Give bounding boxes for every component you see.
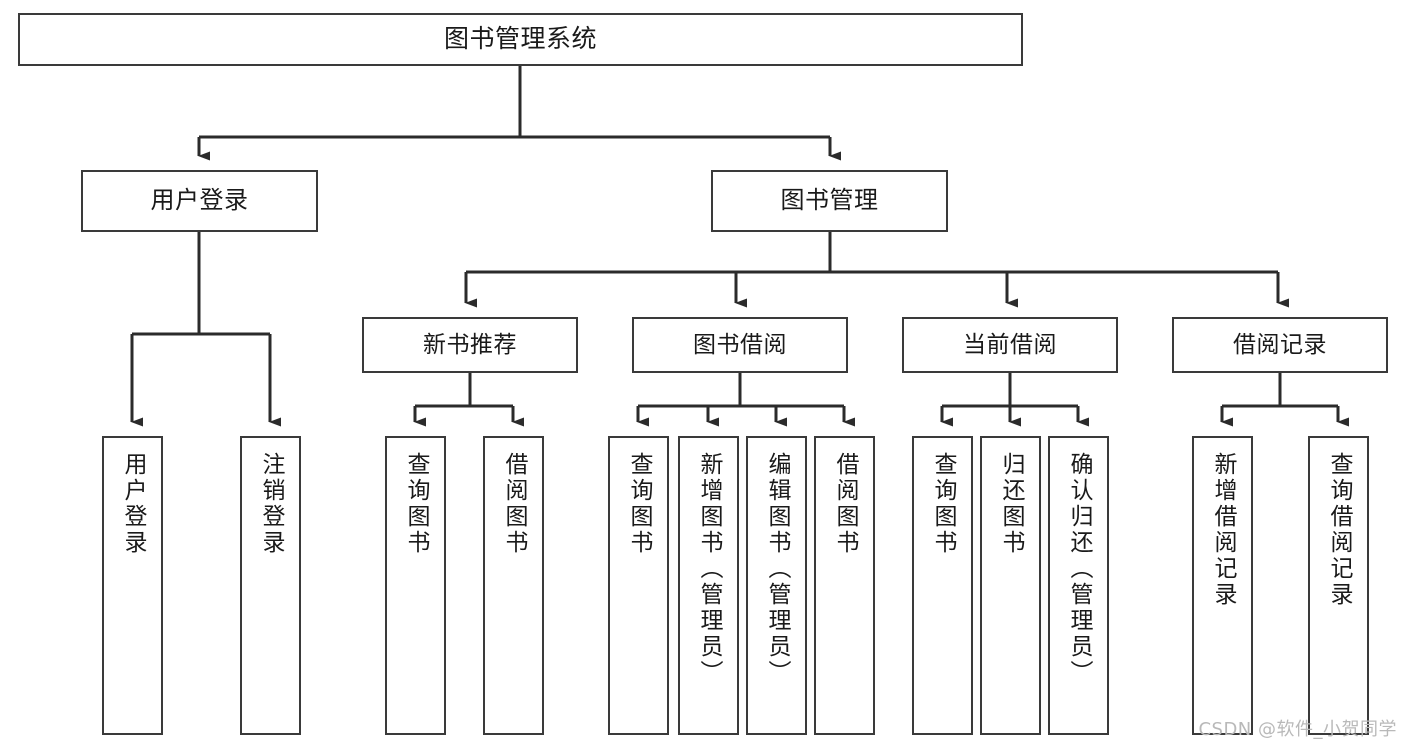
- node-borrow-record[interactable]: 借阅记录: [1172, 317, 1388, 373]
- leaf-borrow-edit-book[interactable]: 编辑图书（管理员）: [746, 436, 807, 735]
- leaf-current-return-book[interactable]: 归还图书: [980, 436, 1041, 735]
- leaf-record-query-record[interactable]: 查询借阅记录: [1308, 436, 1369, 735]
- csdn-watermark: CSDN @软件_小贺同学: [1198, 719, 1397, 740]
- node-label: 确认归还（管理员）: [1066, 452, 1092, 686]
- leaf-new-book-borrow[interactable]: 借阅图书: [483, 436, 544, 735]
- leaf-borrow-borrow-book[interactable]: 借阅图书: [814, 436, 875, 735]
- node-book-management[interactable]: 图书管理: [711, 170, 948, 232]
- leaf-new-book-query[interactable]: 查询图书: [385, 436, 446, 735]
- node-label: 查询图书: [403, 452, 429, 556]
- node-current-borrow[interactable]: 当前借阅: [902, 317, 1118, 373]
- leaf-borrow-query-book[interactable]: 查询图书: [608, 436, 669, 735]
- node-label: 查询图书: [626, 452, 652, 556]
- node-label: 图书管理系统: [443, 24, 597, 54]
- node-label: 查询借阅记录: [1326, 452, 1352, 608]
- node-label: 用户登录: [150, 186, 249, 215]
- node-label: 用户登录: [120, 452, 146, 556]
- leaf-record-add-record[interactable]: 新增借阅记录: [1192, 436, 1253, 735]
- node-label: 新书推荐: [423, 331, 517, 358]
- node-label: 借阅图书: [501, 452, 527, 556]
- leaf-borrow-add-book[interactable]: 新增图书（管理员）: [678, 436, 739, 735]
- node-label: 编辑图书（管理员）: [764, 452, 790, 686]
- node-label: 图书借阅: [693, 331, 787, 358]
- node-label: 注销登录: [258, 452, 284, 556]
- node-label: 新增图书（管理员）: [696, 452, 722, 686]
- node-user-login[interactable]: 用户登录: [81, 170, 318, 232]
- node-new-book-recommend[interactable]: 新书推荐: [362, 317, 578, 373]
- leaf-current-query-book[interactable]: 查询图书: [912, 436, 973, 735]
- node-label: 借阅记录: [1233, 331, 1327, 358]
- leaf-user-login-signout[interactable]: 注销登录: [240, 436, 301, 735]
- node-label: 借阅图书: [832, 452, 858, 556]
- node-root-system[interactable]: 图书管理系统: [18, 13, 1023, 66]
- node-book-borrow[interactable]: 图书借阅: [632, 317, 848, 373]
- node-label: 归还图书: [998, 452, 1024, 556]
- node-label: 当前借阅: [963, 331, 1057, 358]
- node-label: 查询图书: [930, 452, 956, 556]
- leaf-user-login-signin[interactable]: 用户登录: [102, 436, 163, 735]
- node-label: 新增借阅记录: [1210, 452, 1236, 608]
- node-label: 图书管理: [780, 186, 879, 215]
- leaf-current-confirm-return[interactable]: 确认归还（管理员）: [1048, 436, 1109, 735]
